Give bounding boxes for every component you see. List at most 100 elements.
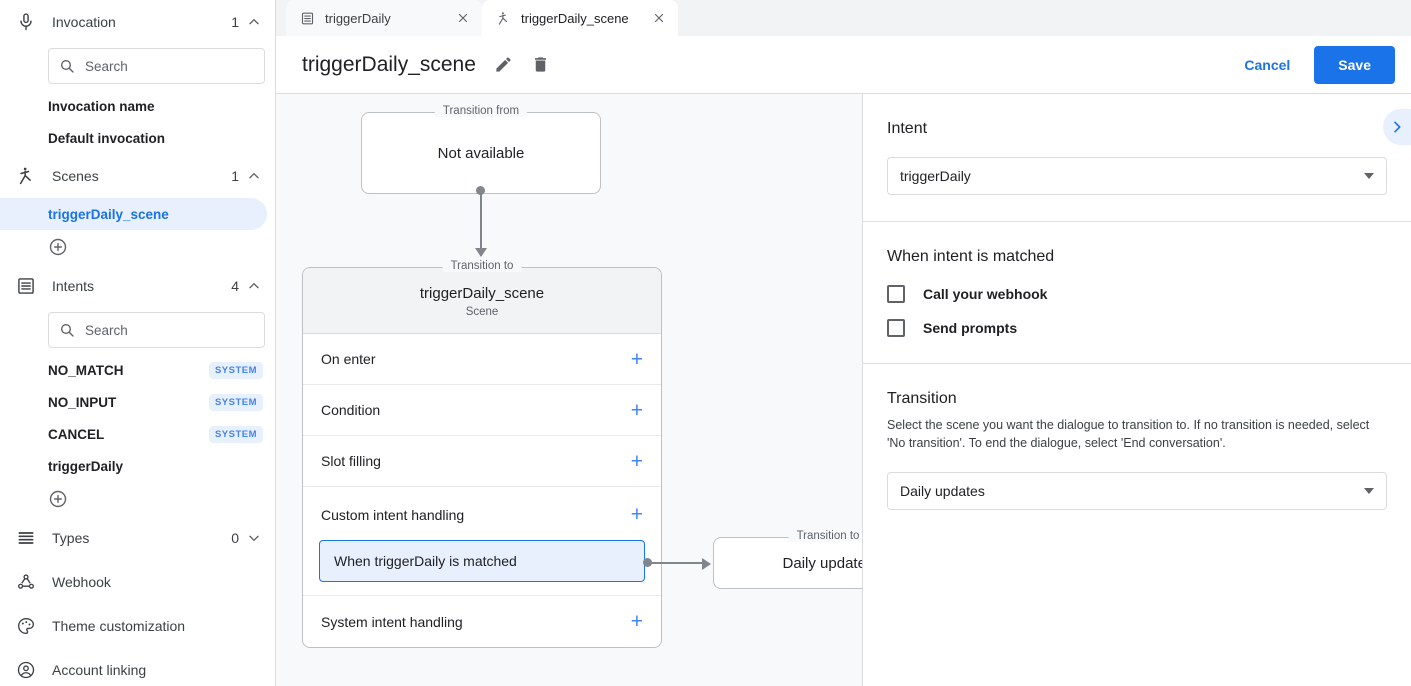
sidebar-item-label: Invocation name [48, 98, 155, 114]
add-system-intent-icon[interactable]: + [630, 610, 643, 633]
sidebar-group-count: 4 [231, 278, 239, 294]
when-matched-heading: When intent is matched [887, 248, 1055, 265]
checkbox-send-prompts[interactable]: Send prompts [887, 319, 1387, 337]
body-split: Transition from Not available Transition… [276, 94, 1411, 686]
scene-card-subtitle: Scene [465, 306, 499, 318]
intent-heading: Intent [887, 120, 928, 137]
scene-row-system-intent-handling[interactable]: System intent handling + [303, 596, 661, 647]
chevron-up-icon [247, 15, 261, 29]
save-button[interactable]: Save [1314, 45, 1395, 84]
sidebar-item-label: triggerDaily [48, 458, 124, 474]
scene-row-label: Condition [321, 402, 381, 418]
checkbox-call-your-webhook[interactable]: Call your webhook [887, 285, 1387, 303]
types-lines-icon [14, 526, 38, 550]
properties-panel: Intent triggerDaily When intent is match… [862, 94, 1411, 686]
sidebar-item-triggerdaily[interactable]: triggerDaily [0, 450, 275, 482]
intents-search-wrap [0, 308, 275, 354]
sidebar-group-count: 0 [231, 530, 239, 546]
add-scene-icon[interactable] [48, 237, 68, 257]
sidebar-group-types[interactable]: Types 0 [0, 516, 275, 560]
add-slot-filling-icon[interactable]: + [630, 449, 643, 473]
sidebar-item-label: Theme customization [52, 618, 186, 634]
intents-search-input[interactable] [85, 322, 254, 338]
scene-row-custom-intent-handling[interactable]: Custom intent handling + [303, 489, 661, 540]
chevron-up-icon [247, 169, 261, 183]
invocation-search-wrap [0, 44, 275, 90]
checkbox-box[interactable] [887, 285, 905, 303]
account-circle-icon [14, 658, 38, 682]
scene-flow-icon [496, 11, 511, 26]
add-custom-intent-icon[interactable]: + [630, 503, 643, 526]
panel-section-when-intent-matched: When intent is matched Call your webhook… [863, 222, 1411, 364]
invocation-search-box[interactable] [48, 48, 265, 84]
sidebar-item-account-linking[interactable]: Account linking [0, 648, 275, 686]
invocation-search-input[interactable] [85, 58, 254, 74]
sidebar-group-count: 1 [231, 168, 239, 184]
sidebar-group-invocation[interactable]: Invocation 1 [0, 0, 275, 44]
tab-strip: triggerDaily triggerDaily_scene [276, 0, 1411, 36]
close-icon[interactable] [652, 11, 666, 25]
scene-row-label: System intent handling [321, 613, 463, 630]
transition-select[interactable]: Daily updates [887, 472, 1387, 511]
connector-vertical [480, 190, 482, 256]
sidebar-item-cancel[interactable]: CANCEL SYSTEM [0, 418, 275, 450]
sidebar-item-theme-customization[interactable]: Theme customization [0, 604, 275, 648]
panel-section-transition: Transition Select the scene you want the… [863, 364, 1411, 536]
sidebar-group-count: 1 [231, 14, 239, 30]
chevron-right-icon[interactable] [1383, 109, 1411, 145]
scene-row-on-enter[interactable]: On enter + [303, 334, 661, 385]
trash-icon[interactable] [531, 55, 550, 74]
scene-card-header: triggerDaily_scene Scene [303, 268, 661, 334]
scene-row-condition[interactable]: Condition + [303, 385, 661, 436]
tab-triggerdaily[interactable]: triggerDaily [286, 0, 482, 36]
sidebar-group-label: Invocation [52, 14, 116, 30]
chevron-down-icon [1364, 173, 1374, 179]
add-intent-icon[interactable] [48, 489, 68, 509]
scene-canvas[interactable]: Transition from Not available Transition… [276, 94, 862, 686]
status-badge: SYSTEM [208, 361, 263, 379]
sidebar-item-label: Account linking [52, 662, 147, 678]
sidebar-item-webhook[interactable]: Webhook [0, 560, 275, 604]
transition-to-daily-updates-node[interactable]: Transition to Daily updates [713, 530, 862, 589]
add-on-enter-icon[interactable]: + [630, 347, 643, 371]
chevron-down-icon [1364, 488, 1374, 495]
sidebar-item-label: Default invocation [48, 130, 166, 146]
scene-card: Transition to triggerDaily_scene Scene O… [302, 260, 662, 648]
tab-triggerdaily-scene[interactable]: triggerDaily_scene [482, 0, 678, 36]
transition-from-node[interactable]: Transition from Not available [361, 105, 601, 194]
sidebar-group-intents[interactable]: Intents 4 [0, 264, 275, 308]
add-condition-icon[interactable]: + [630, 398, 643, 422]
sidebar-item-label: Webhook [52, 574, 111, 590]
scene-row-label: On enter [321, 351, 376, 367]
scene-flow-icon [14, 164, 38, 188]
sidebar-item-no-input[interactable]: NO_INPUT SYSTEM [0, 386, 275, 418]
cancel-button[interactable]: Cancel [1232, 49, 1302, 81]
sidebar-item-label: NO_MATCH [48, 362, 124, 378]
scene-card-title: triggerDaily_scene [419, 285, 545, 302]
checkbox-label: Send prompts [923, 320, 1018, 336]
intent-select[interactable]: triggerDaily [887, 157, 1387, 195]
pencil-icon[interactable] [494, 55, 513, 74]
checkbox-box[interactable] [887, 319, 905, 337]
intent-handler-when-triggerdaily-is-matched[interactable]: When triggerDaily is matched [319, 540, 645, 582]
transition-from-legend: Transition from [434, 105, 528, 117]
tab-label: triggerDaily_scene [521, 10, 629, 26]
sidebar-group-scenes[interactable]: Scenes 1 [0, 154, 275, 198]
intents-search-box[interactable] [48, 312, 265, 348]
intent-select-value: triggerDaily [900, 168, 971, 184]
sidebar-group-label: Types [52, 530, 90, 546]
close-icon[interactable] [456, 11, 470, 25]
sidebar-item-default-invocation[interactable]: Default invocation [0, 122, 275, 154]
sidebar-item-invocation-name[interactable]: Invocation name [0, 90, 275, 122]
scene-row-label: Custom intent handling [321, 506, 465, 523]
scene-row-slot-filling[interactable]: Slot filling + [303, 436, 661, 487]
transition-heading: Transition [887, 390, 957, 407]
sidebar-item-triggerdaily-scene[interactable]: triggerDaily_scene [0, 198, 267, 230]
checkbox-label: Call your webhook [923, 286, 1048, 302]
intents-list-icon [14, 274, 38, 298]
custom-intent-handling-group: Custom intent handling + When triggerDai… [303, 487, 661, 596]
sidebar-item-no-match[interactable]: NO_MATCH SYSTEM [0, 354, 275, 386]
sidebar-group-label: Scenes [52, 168, 99, 184]
intent-handler-label: When triggerDaily is matched [334, 553, 517, 569]
